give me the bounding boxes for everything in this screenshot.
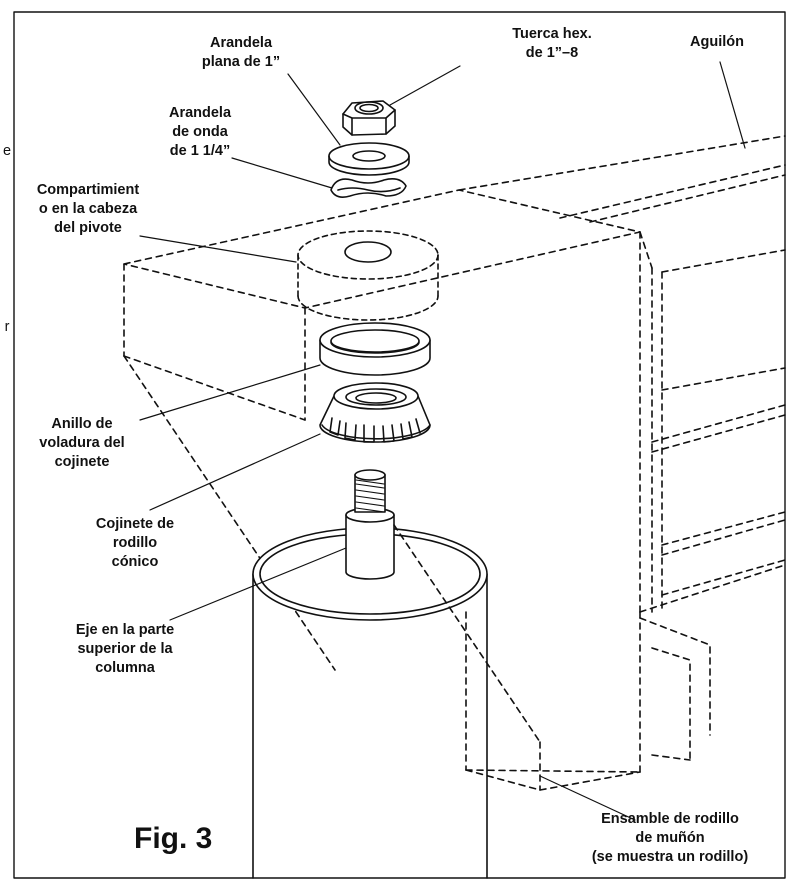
leader-lines xyxy=(139,61,746,821)
label-bearing-race: Anillo de voladura del cojinete xyxy=(39,416,125,470)
wave-washer-drawing xyxy=(330,178,407,198)
label-pivot-compartment: Compartimient o en la cabeza del pivote xyxy=(36,182,140,236)
margin-text-fragment: r xyxy=(4,319,10,335)
column-drawing xyxy=(252,527,488,879)
hex-nut-drawing xyxy=(342,100,396,136)
compartment-bore xyxy=(344,241,392,263)
column-shaft-drawing xyxy=(345,469,395,580)
boom-outline xyxy=(458,135,786,761)
pivot-axis-line xyxy=(393,524,541,743)
pivot-head-housing xyxy=(123,189,663,791)
label-hex-nut: Tuerca hex. de 1”–8 xyxy=(512,26,592,61)
tapered-bearing-drawing xyxy=(319,382,431,443)
flat-washer-drawing xyxy=(328,142,410,176)
label-flat-washer: Arandela plana de 1” xyxy=(201,35,281,70)
pivot-compartment-outline xyxy=(297,230,439,321)
figure-caption: Fig. 3 xyxy=(134,822,213,855)
label-tapered-bearing: Cojinete de rodillo cónico xyxy=(95,516,175,570)
label-wave-washer: Arandela de onda de 1 1/4” xyxy=(168,105,232,159)
label-trunnion-roller: Ensamble de rodillo de muñón (se muestra… xyxy=(591,811,749,865)
label-column-shaft: Eje en la parte superior de la columna xyxy=(75,622,175,676)
border-frame xyxy=(13,11,786,879)
bearing-race-drawing xyxy=(319,322,431,376)
label-boom: Aguilón xyxy=(690,34,744,50)
margin-text-fragment: e xyxy=(2,143,12,159)
